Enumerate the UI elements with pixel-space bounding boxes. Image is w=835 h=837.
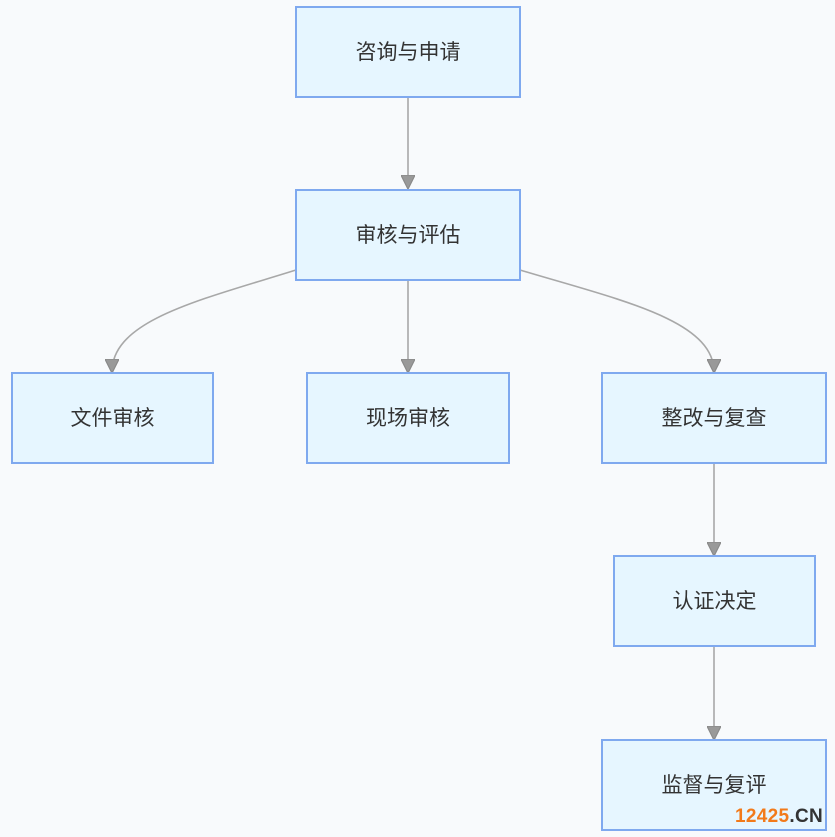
watermark-number: 12425	[735, 806, 790, 827]
watermark-domain: .CN	[789, 806, 823, 827]
edge-review-to-rectify	[519, 269, 714, 372]
node-review-label: 审核与评估	[356, 223, 461, 247]
node-decision[interactable]: 认证决定	[613, 555, 816, 647]
edge-review-to-doc-review	[112, 269, 297, 372]
node-decision-label: 认证决定	[673, 589, 757, 613]
edges	[112, 97, 714, 739]
node-rectify[interactable]: 整改与复查	[601, 372, 827, 464]
node-doc-review-label: 文件审核	[71, 406, 155, 430]
node-consult-label: 咨询与申请	[356, 40, 461, 64]
node-doc-review[interactable]: 文件审核	[11, 372, 214, 464]
node-consult[interactable]: 咨询与申请	[295, 6, 521, 98]
node-supervise-label: 监督与复评	[662, 773, 767, 797]
node-site-review-label: 现场审核	[366, 406, 450, 430]
site-watermark: 12425.CN	[735, 806, 823, 828]
node-site-review[interactable]: 现场审核	[306, 372, 510, 464]
node-review[interactable]: 审核与评估	[295, 189, 521, 281]
node-supervise[interactable]: 监督与复评	[601, 739, 827, 831]
node-rectify-label: 整改与复查	[662, 406, 767, 430]
